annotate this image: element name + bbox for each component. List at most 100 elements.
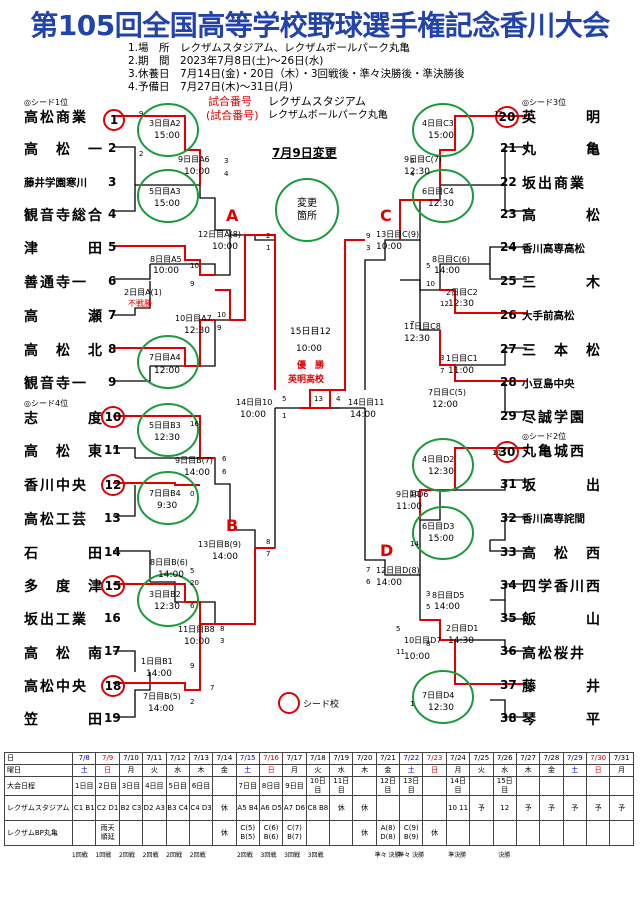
match-label: 10日目D7 bbox=[404, 636, 442, 645]
score: 6 bbox=[410, 157, 415, 165]
schedule-cell: 日 bbox=[422, 764, 447, 777]
score: 10 bbox=[410, 490, 419, 498]
team-number: 11 bbox=[104, 443, 121, 457]
match-label: 4日目D2 bbox=[422, 455, 455, 464]
score: 3 bbox=[366, 244, 371, 252]
team-name: 高松工芸 bbox=[24, 512, 88, 528]
schedule-cell bbox=[562, 776, 587, 796]
match-label: 6日目D3 bbox=[422, 522, 455, 531]
team-number: 3 bbox=[108, 175, 117, 189]
schedule-cell: 7/19 bbox=[329, 752, 354, 765]
team-name: 高 松 南 bbox=[24, 646, 104, 662]
schedule-cell: A5 B4 bbox=[235, 795, 260, 821]
match-time: 14:00 bbox=[376, 578, 402, 588]
match-time: 12:30 bbox=[428, 467, 454, 477]
score: 6 bbox=[190, 602, 195, 610]
schedule-cell: C8 B8 bbox=[305, 795, 331, 821]
info-reserve: 4.予備日 7月27日(木)～31日(月) bbox=[128, 81, 293, 93]
team-name: 尽誠学園 bbox=[522, 410, 586, 426]
match-label: 5日目A3 bbox=[149, 187, 181, 196]
team-number: 35 bbox=[500, 611, 517, 625]
match-label: 6日目C4 bbox=[422, 187, 454, 196]
score: 5 bbox=[282, 395, 287, 403]
schedule-cell bbox=[539, 820, 564, 846]
team-number: 27 bbox=[500, 342, 517, 356]
schedule-cell bbox=[585, 776, 611, 796]
schedule-cell: 5日目 bbox=[165, 776, 190, 796]
round-label: 決勝 bbox=[498, 852, 511, 859]
score: 9 bbox=[190, 662, 195, 670]
score: 10 bbox=[426, 280, 435, 288]
schedule-cell: 日 bbox=[585, 764, 611, 777]
schedule-cell: B2 C3 bbox=[118, 795, 144, 821]
score: 12 bbox=[494, 110, 503, 118]
schedule-cell: 予 bbox=[609, 795, 634, 821]
schedule-cell: 11日目 bbox=[329, 776, 354, 796]
match-time: 12:30 bbox=[154, 433, 180, 443]
match-time: 14:00 bbox=[148, 704, 174, 714]
score: 1 bbox=[410, 700, 415, 708]
team-number: 20 bbox=[495, 106, 519, 128]
page-title: 第105回全国高等学校野球選手権記念香川大会 bbox=[30, 9, 610, 42]
round-label: 2回戦 bbox=[189, 852, 206, 859]
schedule-cell: 7/11 bbox=[142, 752, 167, 765]
team-name: 香川高専詫間 bbox=[522, 513, 585, 525]
schedule-cell: 7/13 bbox=[188, 752, 214, 765]
schedule-cell bbox=[422, 776, 447, 796]
match-time: 12:00 bbox=[432, 400, 458, 410]
score: 10 bbox=[190, 262, 199, 270]
score: 10 bbox=[492, 449, 501, 457]
schedule-cell: 予 bbox=[515, 795, 541, 821]
team-number: 8 bbox=[108, 342, 117, 356]
match-time: 15:00 bbox=[428, 534, 454, 544]
score: 3 bbox=[224, 157, 229, 165]
match-label: 13日目B(9) bbox=[198, 540, 241, 549]
bracket-lines bbox=[113, 103, 527, 724]
schedule-cell: 7/21 bbox=[375, 752, 401, 765]
match-time: 10:00 bbox=[184, 167, 210, 177]
schedule-cell: 7/14 bbox=[212, 752, 237, 765]
team-number: 10 bbox=[101, 406, 125, 428]
final-match-time: 10:00 bbox=[296, 344, 322, 354]
schedule-cell: 木 bbox=[352, 764, 377, 777]
team-number: 13 bbox=[104, 511, 121, 525]
schedule-cell bbox=[352, 776, 377, 796]
champion-name: 英明高校 bbox=[288, 375, 325, 385]
team-number: 15 bbox=[101, 575, 125, 597]
schedule-cell: 15日目 bbox=[492, 776, 517, 796]
team-name: 津 田 bbox=[24, 241, 104, 257]
score: 5 bbox=[426, 603, 431, 611]
round-label: 1回戦 bbox=[71, 852, 88, 859]
team-name: 大手前高松 bbox=[522, 310, 575, 322]
schedule-cell: 3日目 bbox=[118, 776, 144, 796]
schedule-cell: 7/23 bbox=[422, 752, 447, 765]
team-number: 16 bbox=[104, 611, 121, 625]
match-label: 7日目B(5) bbox=[143, 692, 181, 701]
schedule-cell bbox=[515, 776, 541, 796]
score: 5 bbox=[190, 567, 195, 575]
team-name: 高 松 西 bbox=[522, 546, 602, 562]
schedule-cell: 6日目 bbox=[188, 776, 214, 796]
schedule-row-header: 大会日程 bbox=[3, 776, 74, 796]
match-label: 8日目D5 bbox=[432, 591, 465, 600]
match-label: 13日目C(9) bbox=[376, 230, 420, 239]
match-time: 12:30 bbox=[448, 299, 474, 309]
schedule-cell: 4日目 bbox=[142, 776, 167, 796]
schedule-row-header: 曜日 bbox=[3, 764, 74, 777]
schedule-cell: B3 C4 bbox=[165, 795, 190, 821]
schedule-cell bbox=[118, 820, 144, 846]
schedule-cell: 土 bbox=[72, 764, 97, 777]
schedule-cell: 土 bbox=[399, 764, 424, 777]
score: 5 bbox=[426, 262, 431, 270]
schedule-cell: 7/16 bbox=[258, 752, 284, 765]
schedule-cell: 月 bbox=[282, 764, 307, 777]
schedule-cell bbox=[609, 820, 634, 846]
schedule-cell: 7/25 bbox=[469, 752, 494, 765]
match-time: 14:00 bbox=[146, 669, 172, 679]
schedule-cell: 日 bbox=[95, 764, 120, 777]
schedule-cell: 予 bbox=[469, 795, 494, 821]
schedule-cell: 7/27 bbox=[515, 752, 541, 765]
round-label: 1回戦 bbox=[95, 852, 112, 859]
